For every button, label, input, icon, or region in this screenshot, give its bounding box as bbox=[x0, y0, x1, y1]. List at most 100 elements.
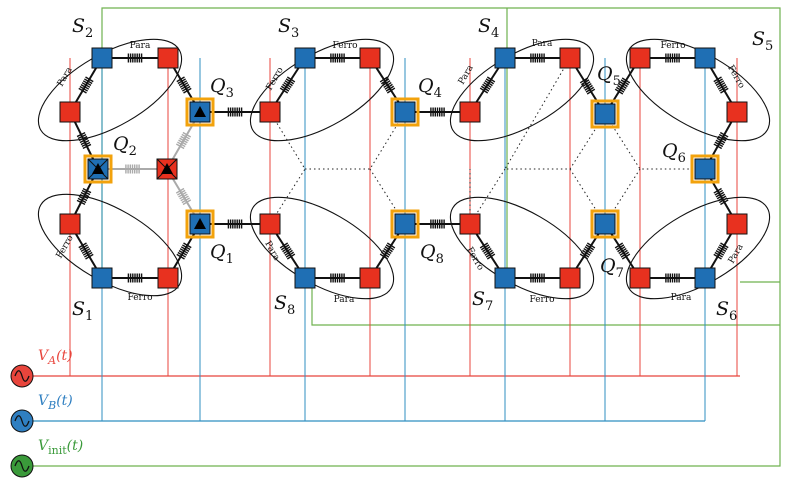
bond-25-coil bbox=[614, 88, 624, 95]
bond-19-coil bbox=[484, 80, 493, 87]
bond-20 bbox=[505, 53, 570, 63]
bond-8-coil bbox=[81, 141, 91, 148]
site-s2-b bbox=[91, 47, 113, 69]
label-q8-index: 8 bbox=[436, 252, 444, 267]
bond-31-coil bbox=[720, 242, 729, 249]
bond-27-coil bbox=[716, 82, 726, 88]
bond-32-coil bbox=[720, 199, 729, 206]
sources: VA(t)VB(t)Vinit(t) bbox=[10, 348, 83, 478]
bond-25-coil bbox=[618, 83, 627, 89]
label-s4-letter: S bbox=[478, 15, 491, 37]
bond-23 bbox=[505, 273, 570, 283]
qubit-q6-frame bbox=[690, 154, 720, 184]
qubit-q5-frame bbox=[590, 99, 620, 129]
bond-3-coil bbox=[177, 251, 186, 258]
bond-8-coil bbox=[77, 133, 87, 140]
bond-25-coil bbox=[615, 86, 625, 93]
bond-19-coil bbox=[482, 83, 491, 90]
label-s5-letter: S bbox=[752, 28, 765, 50]
label-s7-phase-2: Ferro bbox=[529, 295, 554, 305]
bond-34-coil bbox=[177, 141, 186, 148]
bond-2 bbox=[102, 273, 168, 283]
label-s2-phase-1: Para bbox=[56, 65, 75, 88]
inner-hex-2-left bbox=[269, 111, 306, 225]
bond-11-coil bbox=[286, 76, 296, 83]
qubit-q4-frame bbox=[390, 97, 420, 127]
bond-31-coil bbox=[715, 249, 725, 256]
bond-14-coil bbox=[285, 251, 295, 258]
label-q5-letter: Q bbox=[597, 63, 613, 85]
label-q8-letter: Q bbox=[420, 241, 436, 263]
bond-3-coil bbox=[176, 253, 185, 260]
bond-24-coil bbox=[585, 244, 595, 251]
bond-31-coil bbox=[716, 248, 726, 254]
sine-icon bbox=[14, 460, 30, 472]
label-s2: S2 bbox=[72, 15, 93, 41]
label-q4: Q4 bbox=[418, 75, 442, 101]
label-s6-phase-2: Para bbox=[671, 293, 692, 303]
label-q1: Q1 bbox=[210, 241, 234, 267]
label-q3-index: 3 bbox=[226, 86, 234, 101]
source-va: VA(t) bbox=[10, 348, 73, 388]
bond-27-coil bbox=[719, 85, 728, 92]
label-s7-index: 7 bbox=[485, 299, 493, 314]
site-s8-a2 bbox=[359, 267, 381, 289]
site-s1-b bbox=[91, 267, 113, 289]
bond-34-coil bbox=[180, 135, 189, 142]
qubit-q4 bbox=[394, 101, 416, 123]
bond-6 bbox=[102, 53, 168, 63]
bond-29-coil bbox=[620, 251, 630, 258]
label-s3-letter: S bbox=[278, 15, 291, 37]
source-vb: VB(t) bbox=[10, 393, 73, 433]
bond-22-coil bbox=[486, 253, 496, 260]
site-s8-a1 bbox=[259, 213, 281, 235]
bond-21-coil bbox=[583, 83, 592, 89]
bond-4-coil bbox=[80, 191, 90, 198]
label-q6: Q6 bbox=[662, 140, 686, 166]
label-s7-letter: S bbox=[472, 288, 485, 310]
bond-25-coil bbox=[620, 79, 630, 86]
bond-29-coil bbox=[617, 246, 626, 253]
bond-13-coil bbox=[384, 83, 393, 90]
qubit-q7-frame bbox=[590, 209, 620, 239]
bond-19-coil bbox=[483, 81, 492, 89]
label-q4-letter: Q bbox=[418, 75, 434, 97]
label-q7: Q7 bbox=[600, 255, 624, 281]
bond-32-coil bbox=[715, 191, 725, 198]
bond-34-coil bbox=[179, 137, 188, 144]
bond-1-coil bbox=[81, 248, 91, 254]
site-s4-a2 bbox=[559, 47, 581, 69]
bond-13-coil bbox=[385, 85, 395, 92]
label-s8: S8 bbox=[274, 292, 295, 318]
qubit-q7 bbox=[594, 213, 616, 235]
bond-1-coil bbox=[79, 244, 88, 251]
bond-3-coil bbox=[183, 242, 192, 249]
bond-14-coil bbox=[282, 246, 291, 253]
label-q6-letter: Q bbox=[662, 140, 678, 162]
bond-27-coil bbox=[713, 76, 722, 83]
label-q2-letter: Q bbox=[113, 133, 129, 155]
bond-29-coil bbox=[618, 247, 627, 255]
label-s6: S6 bbox=[716, 298, 737, 324]
label-s5-index: 5 bbox=[765, 39, 773, 54]
bond-27-coil bbox=[715, 80, 725, 87]
label-s1: S1 bbox=[72, 298, 93, 324]
site-s2-a1 bbox=[59, 101, 81, 123]
bond-13-coil bbox=[379, 76, 389, 83]
bond-7-coil bbox=[178, 80, 188, 87]
label-s7: S7 bbox=[472, 288, 493, 314]
bond-5-coil bbox=[84, 78, 93, 85]
bond-19-coil bbox=[486, 76, 496, 83]
bond-18 bbox=[405, 219, 470, 229]
label-s6-index: 6 bbox=[729, 309, 737, 324]
qubit-q1-frame bbox=[185, 209, 215, 239]
bond-13-coil bbox=[383, 81, 392, 89]
bond-7-coil bbox=[183, 87, 192, 94]
bond-8-coil bbox=[80, 139, 90, 146]
sine-icon bbox=[14, 370, 30, 382]
bond-5-coil bbox=[82, 80, 92, 87]
bond-15 bbox=[305, 273, 370, 283]
bond-35-coil bbox=[181, 197, 190, 204]
sine-icon bbox=[14, 415, 30, 427]
label-s2-phase-2: Para bbox=[130, 41, 151, 51]
